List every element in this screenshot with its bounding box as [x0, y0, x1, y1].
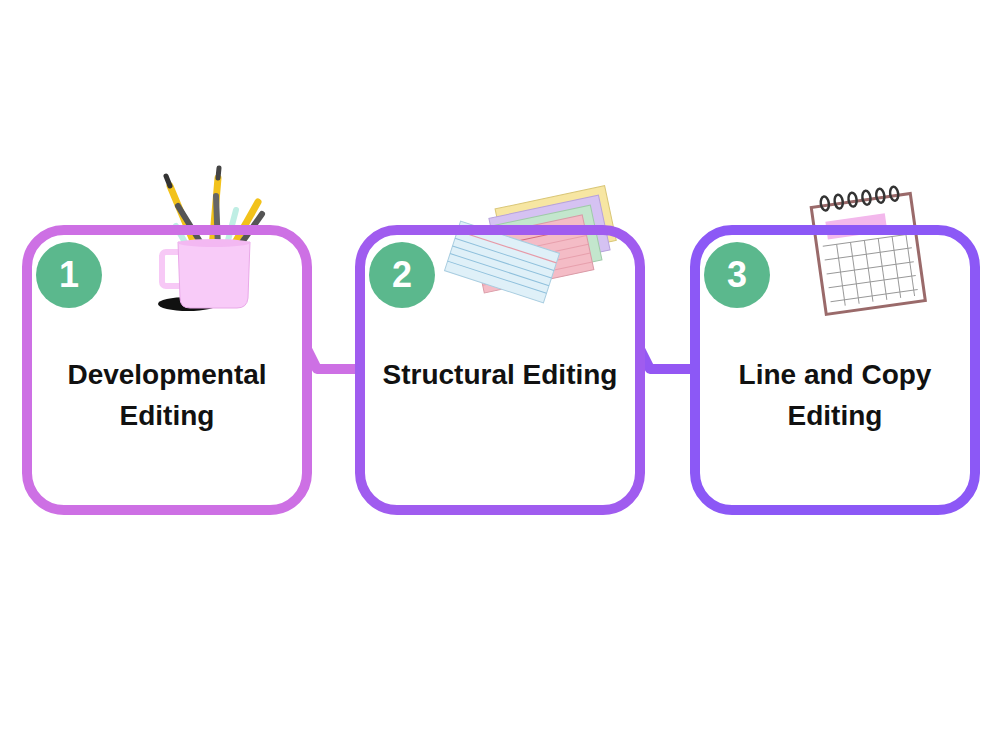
step-connector [640, 320, 695, 369]
step-box: Developmental Editing 1 [22, 225, 312, 515]
step-title: Line and Copy Editing [700, 355, 970, 436]
step-number: 3 [727, 257, 747, 293]
step-title: Developmental Editing [32, 355, 302, 436]
step-number: 1 [59, 257, 79, 293]
step-connector [307, 320, 360, 369]
pen-cup-icon [158, 168, 262, 311]
step-title: Structural Editing [365, 355, 635, 396]
step-number: 2 [392, 257, 412, 293]
calendar-icon [810, 185, 925, 315]
step-number-circle: 2 [369, 242, 435, 308]
index-cards-icon [445, 186, 622, 303]
step-number-circle: 3 [704, 242, 770, 308]
step-number-circle: 1 [36, 242, 102, 308]
step-box: Structural Editing 2 [355, 225, 645, 515]
step-box: Line and Copy Editing 3 [690, 225, 980, 515]
